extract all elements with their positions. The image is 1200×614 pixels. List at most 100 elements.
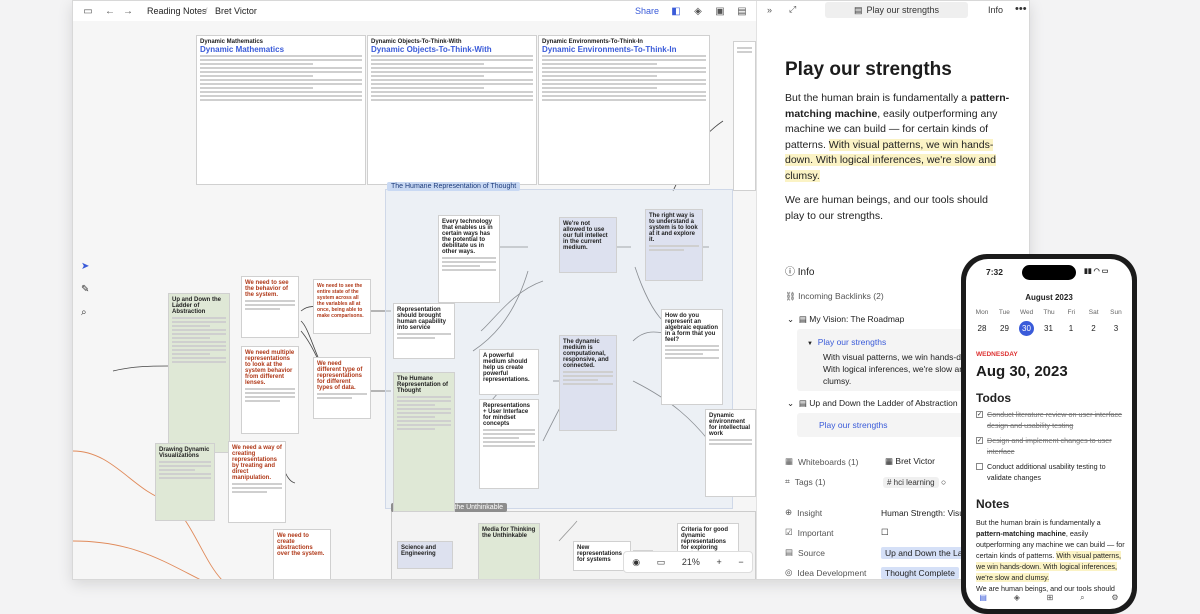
settings-tab-icon[interactable]: ⚙ bbox=[1111, 593, 1119, 602]
chevron-down-icon: ⌄ bbox=[787, 398, 795, 408]
doc-tab[interactable]: ▤ Play our strengths bbox=[825, 2, 968, 18]
breadcrumb-reading-notes[interactable]: Reading Notes bbox=[147, 6, 207, 16]
date-cell[interactable]: 31 bbox=[1044, 324, 1053, 333]
info-tab[interactable]: Info bbox=[988, 5, 1004, 15]
card-representation-brought[interactable]: Representation should brought human capa… bbox=[393, 303, 455, 359]
breadcrumb-bret-victor[interactable]: Bret Victor bbox=[215, 6, 257, 16]
panel-toggle-icon[interactable]: ◧ bbox=[671, 5, 681, 17]
backlink-ladder[interactable]: ⌄ ▤ Up and Down the Ladder of Abstractio… bbox=[787, 398, 958, 408]
backlink-my-vision[interactable]: ⌄ ▤ My Vision: The Roadmap bbox=[787, 314, 905, 324]
zoom-level: 21% bbox=[681, 557, 700, 567]
card-see-behavior[interactable]: We need to see the behavior of the syste… bbox=[241, 276, 299, 338]
info-heading[interactable]: ⓘ Info bbox=[785, 267, 815, 278]
card-dynamic-environments[interactable]: Dynamic Environments-To-Think-In Dynamic… bbox=[538, 35, 710, 185]
card-humane-representation[interactable]: The Humane Representation of Thought bbox=[393, 372, 455, 512]
backlink-child-2[interactable]: Play our strengths bbox=[819, 420, 888, 430]
card-see-entire-state[interactable]: We need to see the entire state of the s… bbox=[313, 279, 371, 334]
more-options-icon[interactable]: ••• bbox=[1015, 3, 1027, 15]
card-representations-ui[interactable]: Representations + User Interface for min… bbox=[479, 399, 539, 489]
date-cell[interactable]: 29 bbox=[1000, 324, 1009, 333]
forward-arrow-icon[interactable]: → bbox=[123, 5, 133, 17]
card-create-abstractions[interactable]: We need to create abstractions over the … bbox=[273, 529, 331, 579]
checkbox-checked[interactable]: ✓ bbox=[976, 411, 983, 418]
connector bbox=[480, 280, 544, 332]
card-dynamic-objects[interactable]: Dynamic Objects-To-Think-With Dynamic Ob… bbox=[367, 35, 537, 185]
notes-heading: Notes bbox=[976, 497, 1010, 511]
card-different-types[interactable]: We need different type of representation… bbox=[313, 357, 371, 419]
pen-tool-icon[interactable]: ✎ bbox=[81, 284, 90, 295]
date-cell-selected[interactable]: 30 bbox=[1019, 321, 1034, 336]
chevron-down-icon: ⌄ bbox=[787, 314, 795, 324]
layers-tab-icon[interactable]: ◈ bbox=[1013, 593, 1020, 602]
date-cell[interactable]: 1 bbox=[1068, 324, 1074, 333]
sidebar-toggle-icon[interactable]: ▭ bbox=[83, 5, 93, 17]
important-checkbox[interactable]: ☐ bbox=[881, 527, 889, 537]
zoom-tool-icon[interactable]: ⌕ bbox=[81, 307, 87, 318]
idea-value[interactable]: Thought Complete bbox=[881, 566, 959, 579]
backlink-child-1[interactable]: ▼ Play our strengths bbox=[807, 337, 887, 347]
card-algebraic-equation[interactable]: How do you represent an algebraic equati… bbox=[661, 309, 723, 405]
print-icon[interactable]: ▭ bbox=[656, 556, 666, 567]
canvas-toolbar: ▭ ← → Reading Notes / Bret Victor Share … bbox=[73, 1, 756, 21]
notes-body[interactable]: But the human brain is fundamentally a p… bbox=[976, 518, 1125, 593]
connector bbox=[632, 380, 710, 442]
whiteboard-canvas[interactable]: Dynamic Mathematics Dynamic Mathematics … bbox=[73, 21, 756, 579]
card-ladder-of-abstraction[interactable]: Up and Down the Ladder of Abstraction bbox=[168, 293, 230, 453]
insight-value[interactable]: Human Strength: Visual bbox=[881, 507, 971, 518]
eye-icon[interactable]: ◉ bbox=[632, 556, 641, 567]
card-drawing-dynamic[interactable]: Drawing Dynamic Visualizations bbox=[155, 443, 215, 521]
connector bbox=[112, 365, 169, 372]
add-tab-icon[interactable]: ⊞ bbox=[1046, 593, 1054, 602]
pointer-tool-icon[interactable]: ➤ bbox=[81, 261, 90, 272]
card-every-technology[interactable]: Every technology that enables us in cert… bbox=[438, 215, 500, 303]
card-multiple-representations[interactable]: We need multiple representations to look… bbox=[241, 346, 299, 434]
tag-icon: ⌗ bbox=[785, 476, 790, 486]
journal-date: Aug 30, 2023 bbox=[976, 363, 1068, 380]
page-icon: ▤ bbox=[798, 398, 807, 408]
todo-item[interactable]: ✓Design and implement changes to user in… bbox=[976, 436, 1112, 456]
card-right-way[interactable]: The right way is to understand a system … bbox=[645, 209, 703, 281]
card-media-thinking[interactable]: Media for Thinking the Unthinkable bbox=[478, 523, 540, 579]
source-value[interactable]: Up and Down the Ladder bbox=[881, 546, 984, 559]
todo-item[interactable]: Conduct additional usability testing to … bbox=[976, 461, 1126, 483]
collapse-pane-icon[interactable]: » bbox=[767, 5, 773, 15]
journal-tab-icon[interactable]: ▤ bbox=[979, 593, 987, 602]
circle-icon[interactable]: ○ bbox=[940, 476, 947, 487]
card-not-allowed[interactable]: We're not allowed to use our full intell… bbox=[559, 217, 617, 273]
incoming-backlinks[interactable]: ⛓ Incoming Backlinks (2) bbox=[785, 291, 884, 301]
zoom-out-button[interactable]: − bbox=[738, 557, 744, 567]
layers-icon[interactable]: ◈ bbox=[694, 5, 702, 17]
card-offscreen-right[interactable] bbox=[733, 41, 756, 191]
todo-item[interactable]: ✓Conduct literature review on user inter… bbox=[976, 410, 1123, 430]
card-new-representations[interactable]: New representations for systems bbox=[573, 541, 631, 571]
card-dynamic-environment[interactable]: Dynamic environment for intellectual wor… bbox=[705, 409, 756, 497]
date-cell[interactable]: 28 bbox=[977, 324, 987, 333]
group-label-humane[interactable]: The Humane Representation of Thought bbox=[387, 182, 521, 191]
document-body[interactable]: But the human brain is fundamentally a p… bbox=[785, 91, 1010, 233]
weekday-row: Mon Tue Wed Thu Fri Sat Sun bbox=[972, 309, 1126, 316]
date-cell[interactable]: 2 bbox=[1091, 324, 1096, 333]
card-powerful-medium[interactable]: A powerful medium should help us create … bbox=[479, 349, 539, 395]
weekday-label: Sun bbox=[1110, 309, 1122, 316]
search-tab-icon[interactable]: ⌕ bbox=[1080, 593, 1085, 602]
weekday-label: Mon bbox=[975, 309, 989, 316]
phone-mockup: 7:32 ▮▮ ◠ ▭ August 2023 Mon Tue Wed Thu … bbox=[961, 254, 1137, 614]
card-dynamic-mathematics[interactable]: Dynamic Mathematics Dynamic Mathematics bbox=[196, 35, 366, 185]
card-dynamic-medium[interactable]: The dynamic medium is computational, res… bbox=[559, 335, 617, 431]
share-button[interactable]: Share bbox=[635, 6, 660, 16]
tag-pill[interactable]: # hci learning bbox=[883, 476, 939, 488]
card-science-engineering[interactable]: Science and Engineering bbox=[397, 541, 453, 569]
connector bbox=[632, 331, 664, 342]
calendar-month[interactable]: August 2023 bbox=[1025, 293, 1073, 302]
zoom-in-button[interactable]: + bbox=[716, 557, 722, 567]
connector-orange bbox=[73, 450, 169, 502]
checkbox-checked[interactable]: ✓ bbox=[976, 437, 983, 444]
date-cell[interactable]: 3 bbox=[1113, 324, 1119, 333]
back-arrow-icon[interactable]: ← bbox=[105, 5, 115, 17]
calendar-icon[interactable]: ▤ bbox=[737, 5, 747, 17]
phone-screen: 7:32 ▮▮ ◠ ▭ August 2023 Mon Tue Wed Thu … bbox=[966, 259, 1132, 609]
card-creating-representations[interactable]: We need a way of creating representation… bbox=[228, 441, 286, 523]
checkbox-unchecked[interactable] bbox=[976, 463, 983, 470]
image-icon[interactable]: ▣ bbox=[715, 5, 725, 17]
expand-icon[interactable]: ⤢ bbox=[789, 4, 797, 14]
